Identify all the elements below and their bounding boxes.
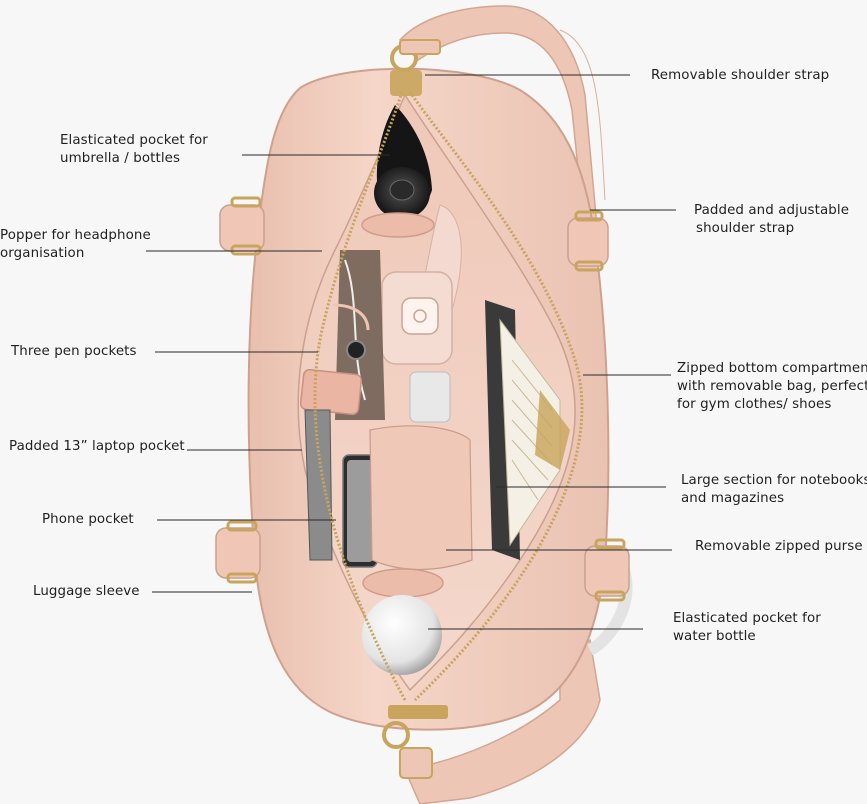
water-bottle <box>362 595 442 675</box>
label-water-bottle-pocket: Elasticated pocket for water bottle <box>673 611 821 644</box>
label-luggage-sleeve: Luggage sleeve <box>33 584 140 599</box>
zipped-purse <box>369 425 473 571</box>
label-zipped-purse: Removable zipped purse <box>695 539 863 554</box>
leader-lines <box>146 74 676 630</box>
label-shoulder-strap: Removable shoulder strap <box>651 68 830 83</box>
label-laptop-pocket: Padded 13” laptop pocket <box>9 439 185 454</box>
label-headphone-popper: Popper for headphone organisation <box>0 228 151 261</box>
label-padded-strap: Padded and adjustable shoulder strap <box>694 203 850 236</box>
label-bottom-compartment: Zipped bottom compartment with removable… <box>677 361 867 412</box>
label-pen-pockets: Three pen pockets <box>11 344 137 359</box>
label-phone-pocket: Phone pocket <box>42 512 134 527</box>
label-notebooks-section: Large section for notebooks and magazine… <box>681 473 867 506</box>
laptop <box>304 409 333 561</box>
lower-strap <box>403 638 601 804</box>
label-umbrella-pocket: Elasticated pocket for umbrella / bottle… <box>60 133 208 166</box>
